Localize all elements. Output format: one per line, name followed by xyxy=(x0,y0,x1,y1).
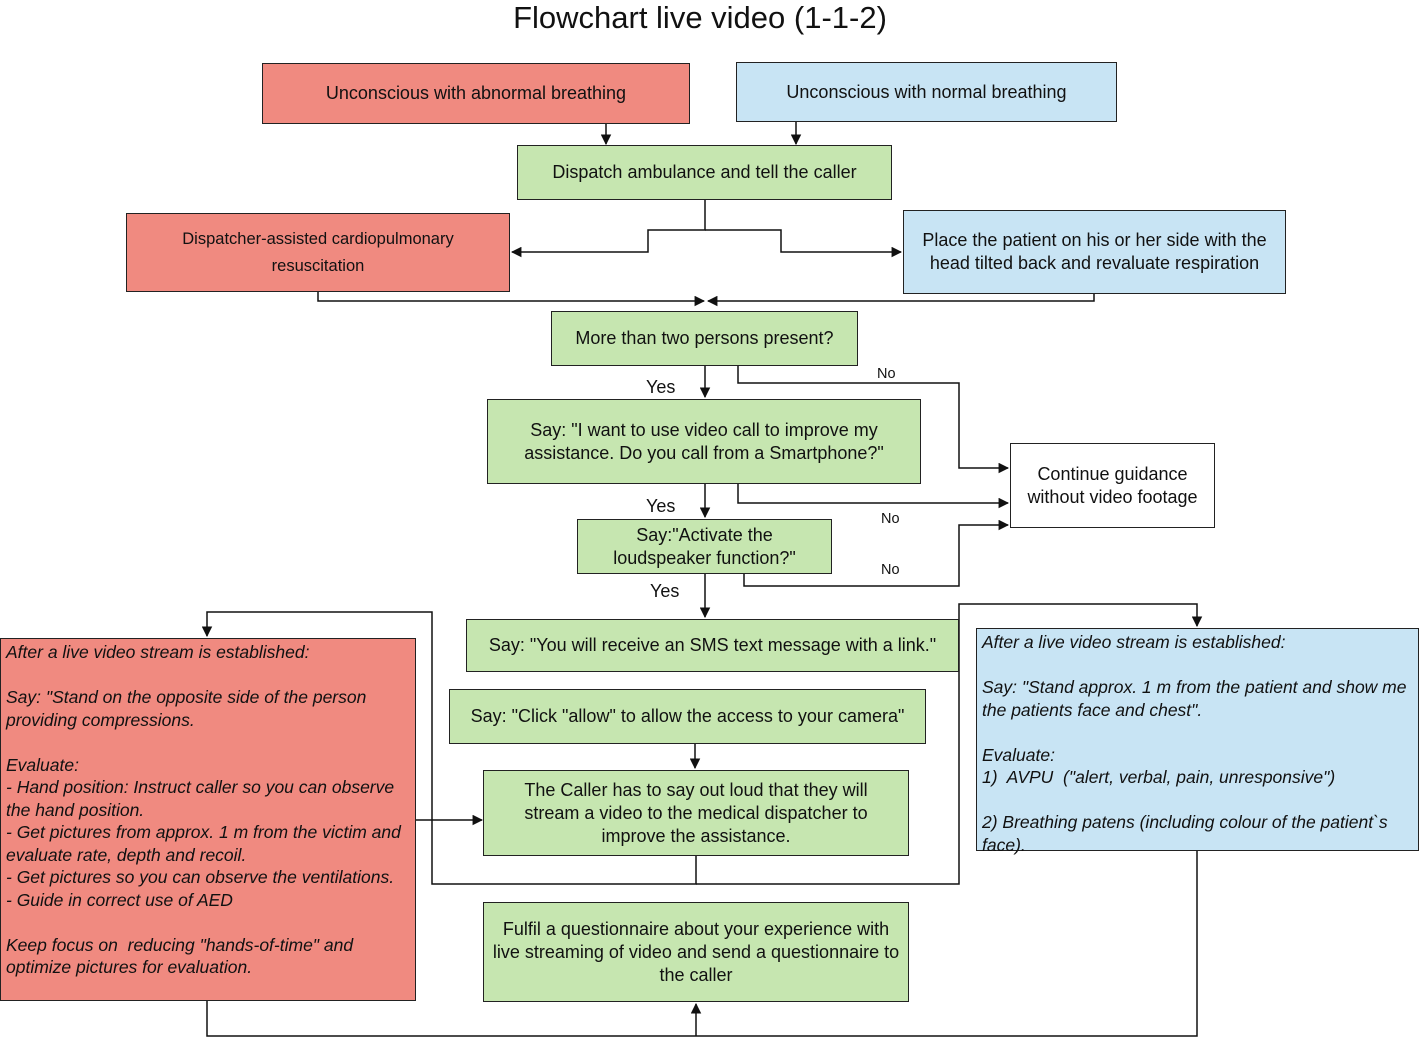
label-no-smartphone: No xyxy=(881,511,900,527)
arrow-persons-no xyxy=(737,366,1010,474)
box-normal-breathing-text: Unconscious with normal breathing xyxy=(786,81,1067,102)
box-loudspeaker: Say:"Activate the loudspeaker function?" xyxy=(577,519,832,574)
line-caller-loop-left xyxy=(201,611,697,885)
box-sms-link-text: Say: "You will receive an SMS text messa… xyxy=(488,635,937,655)
box-continue-guidance-text: Continue guidance without video footage xyxy=(1027,463,1198,507)
box-recovery-position: Place the patient on his or her side wit… xyxy=(903,210,1286,294)
box-loudspeaker-text: Say:"Activate the loudspeaker function?" xyxy=(613,524,796,568)
line-dispatch-split-right xyxy=(705,229,903,258)
arrow-notes-to-questionnaire xyxy=(206,851,1198,1037)
box-dispatch-ambulance-text: Dispatch ambulance and tell the caller xyxy=(552,162,857,182)
box-smartphone-question-text: Say: "I want to use video call to improv… xyxy=(524,419,884,463)
box-dispatch-ambulance: Dispatch ambulance and tell the caller xyxy=(517,145,892,200)
label-yes-smartphone: Yes xyxy=(646,496,676,516)
box-persons-present: More than two persons present? xyxy=(551,311,858,366)
box-allow-camera-text: Say: "Click "allow" to allow the access … xyxy=(470,706,905,726)
box-caller-announcement: The Caller has to say out loud that they… xyxy=(483,770,909,856)
box-continue-guidance: Continue guidance without video footage xyxy=(1010,443,1215,528)
box-caller-announcement-text: The Caller has to say out loud that they… xyxy=(524,779,868,846)
note-left-cpr-evaluation: After a live video stream is established… xyxy=(0,638,416,1001)
label-yes-persons: Yes xyxy=(646,377,676,397)
box-cpr-text: Dispatcher-assisted cardiopulmonary resu… xyxy=(182,229,454,275)
box-questionnaire: Fulfil a questionnaire about your experi… xyxy=(483,902,909,1002)
box-cpr: Dispatcher-assisted cardiopulmonary resu… xyxy=(126,213,510,292)
box-allow-camera: Say: "Click "allow" to allow the access … xyxy=(449,689,926,744)
box-smartphone-question: Say: "I want to use video call to improv… xyxy=(487,399,921,484)
arrow-recovery-to-persons xyxy=(706,294,1095,307)
box-abnormal-breathing-text: Unconscious with abnormal breathing xyxy=(325,83,627,103)
label-no-persons: No xyxy=(877,366,896,382)
arrow-smartphone-no xyxy=(737,484,1010,509)
box-persons-present-text: More than two persons present? xyxy=(575,328,834,348)
note-right-avpu-evaluation: After a live video stream is established… xyxy=(976,628,1419,855)
box-recovery-position-text: Place the patient on his or her side wit… xyxy=(922,230,1267,273)
flowchart-title: Flowchart live video (1-1-2) xyxy=(513,0,887,35)
label-no-loudspeaker: No xyxy=(881,562,900,578)
arrow-loudspeaker-no xyxy=(743,519,1010,587)
label-yes-loudspeaker: Yes xyxy=(650,581,680,601)
box-normal-breathing: Unconscious with normal breathing xyxy=(736,62,1117,122)
box-questionnaire-text: Fulfil a questionnaire about your experi… xyxy=(492,918,900,985)
box-sms-link: Say: "You will receive an SMS text messa… xyxy=(466,619,959,672)
arrow-cpr-to-persons xyxy=(317,292,706,307)
box-abnormal-breathing: Unconscious with abnormal breathing xyxy=(262,63,690,124)
line-dispatch-split xyxy=(510,200,706,258)
line-caller-loop-right xyxy=(696,603,1203,885)
